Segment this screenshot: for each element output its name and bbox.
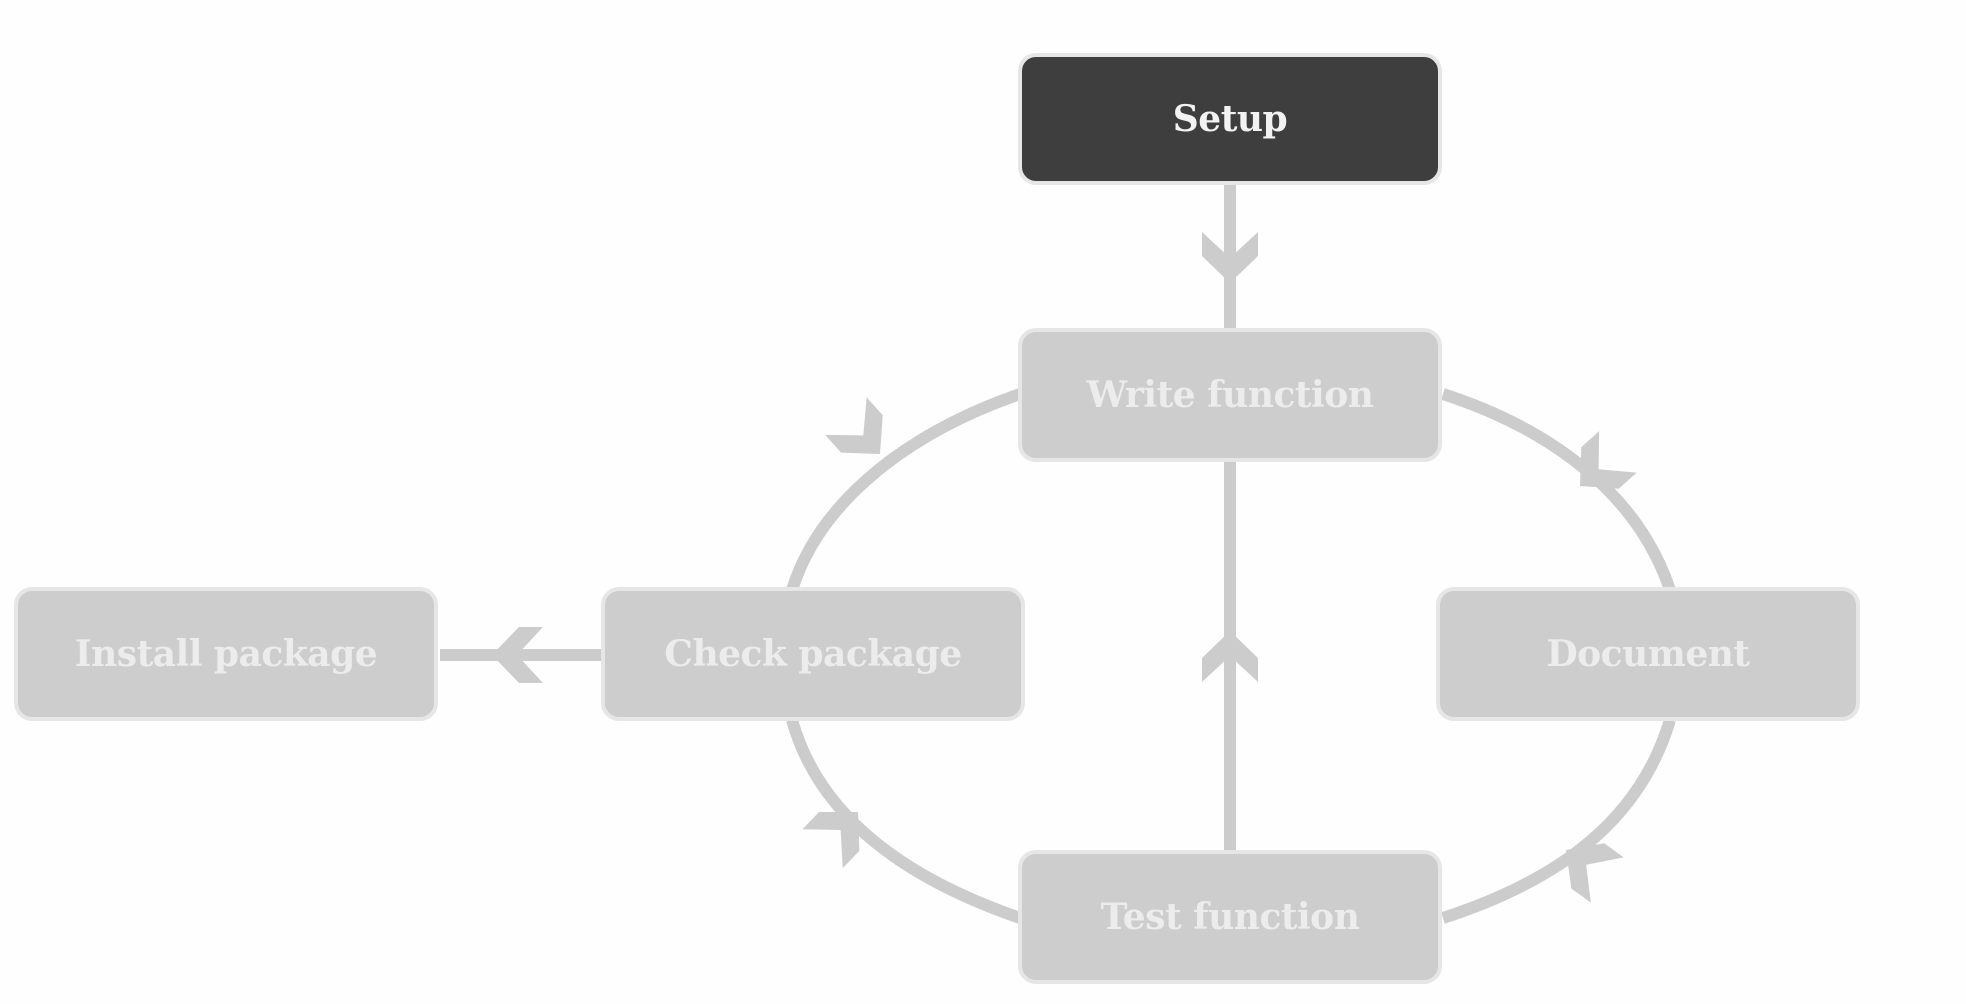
node-setup[interactable]: Setup [1018,53,1442,185]
node-check-package[interactable]: Check package [601,587,1025,721]
arrowhead-check-package-to-install-package [492,627,543,683]
node-document[interactable]: Document [1436,587,1860,721]
node-install-package[interactable]: Install package [14,587,438,721]
connector-check-package-to-write-function [786,388,1022,592]
connector-document-to-test-function [1441,718,1676,924]
node-write-function[interactable]: Write function [1018,328,1442,462]
connector-write-function-to-document [1441,388,1676,592]
arrowhead-write-function-to-document [1580,431,1637,489]
arrowhead-document-to-test-function [1566,843,1624,903]
arrowhead-test-function-to-write-function [1202,631,1258,682]
connector-test-function-to-check-package [786,718,1022,924]
arrowhead-check-package-to-write-function [825,397,883,454]
node-test-function[interactable]: Test function [1018,850,1442,984]
arrowhead-test-function-to-check-package [802,811,860,869]
arrowhead-setup-to-write-function [1202,232,1258,283]
